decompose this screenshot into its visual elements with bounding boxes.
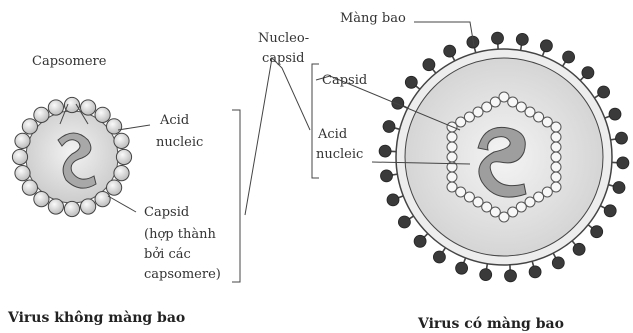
envelope-leader	[414, 22, 474, 46]
capsomere-bead	[48, 199, 63, 214]
enveloped-virus	[379, 32, 629, 282]
spike-knob	[392, 97, 404, 109]
spike-knob	[381, 170, 393, 182]
spike-knob	[582, 67, 594, 79]
capsid-left-label-4: capsomere)	[144, 267, 221, 282]
spike-knob	[387, 194, 399, 206]
capsid-bead	[551, 142, 561, 152]
left-bracket	[232, 110, 240, 282]
nucleocapsid-leader	[245, 58, 310, 215]
capsomere-bead	[48, 100, 63, 115]
spike-knob	[414, 235, 426, 247]
capsomere-bead	[34, 192, 49, 207]
caption-left: Virus không màng bao	[7, 310, 185, 326]
acid-left-leader	[118, 125, 150, 130]
acid-mid-label-2: nucleic	[316, 147, 363, 162]
capsid-mid-label: Capsid	[322, 73, 367, 88]
capsomere-bead	[34, 107, 49, 122]
capsomere-bead	[114, 133, 129, 148]
capsid-bead	[551, 132, 561, 142]
acid-mid-label-1: Acid	[317, 127, 347, 142]
spike-knob	[573, 243, 585, 255]
capsid-bead	[551, 152, 561, 162]
capsid-left-label-1: Capsid	[144, 205, 189, 220]
spike-knob	[540, 40, 552, 52]
spike-knob	[529, 266, 541, 278]
spike-knob	[563, 51, 575, 63]
capsid-left-leader	[108, 196, 136, 212]
capsid-left-label-3: bởi các	[144, 247, 191, 262]
capsomere-label: Capsomere	[32, 54, 107, 69]
capsid-bead	[551, 122, 561, 132]
spike-knob	[398, 216, 410, 228]
acid-left-label-2: nucleic	[156, 135, 203, 150]
spike-knob	[480, 269, 492, 281]
capsid-bead	[447, 152, 457, 162]
spike-knob	[423, 59, 435, 71]
capsomere-bead	[22, 180, 37, 195]
spike-knob	[383, 121, 395, 133]
capsomere-bead	[15, 133, 30, 148]
capsomere-bead	[107, 180, 122, 195]
envelope-label: Màng bao	[340, 11, 406, 26]
spike-knob	[516, 33, 528, 45]
spike-knob	[617, 157, 629, 169]
capsomere-bead	[15, 166, 30, 181]
capsid-bead	[447, 182, 457, 192]
spike-knob	[613, 182, 625, 194]
capsomere-bead	[81, 100, 96, 115]
spike-knob	[492, 32, 504, 44]
spike-knob	[591, 226, 603, 238]
nucleocapsid-label-1: Nucleo-	[258, 31, 309, 46]
capsid-bead	[447, 172, 457, 182]
spike-knob	[456, 262, 468, 274]
spike-knob	[505, 270, 517, 282]
spike-knob	[444, 45, 456, 57]
capsid-bead	[551, 162, 561, 172]
nucleocapsid-label-2: capsid	[262, 51, 305, 66]
capsomere-bead	[116, 149, 131, 164]
capsomere-bead	[114, 166, 129, 181]
spike-knob	[552, 257, 564, 269]
capsomere-bead	[12, 149, 27, 164]
capsid-bead	[447, 142, 457, 152]
spike-knob	[604, 205, 616, 217]
spike-knob	[433, 251, 445, 263]
spike-knob	[598, 86, 610, 98]
spike-knob	[379, 145, 391, 157]
capsomere-bead	[81, 199, 96, 214]
capsid-left-label-2: (hợp thành	[144, 227, 216, 242]
acid-left-label-1: Acid	[159, 113, 189, 128]
capsid-bead	[551, 172, 561, 182]
capsomere-bead	[95, 107, 110, 122]
spike-knob	[609, 108, 621, 120]
capsomere-bead	[22, 119, 37, 134]
capsomere-bead	[64, 97, 79, 112]
spike-knob	[405, 76, 417, 88]
spike-knob	[616, 132, 628, 144]
capsid-bead	[447, 132, 457, 142]
capsomere-bead	[95, 192, 110, 207]
capsomere-bead	[64, 201, 79, 216]
caption-right: Virus có màng bao	[417, 316, 564, 332]
capsomere-bead	[107, 119, 122, 134]
